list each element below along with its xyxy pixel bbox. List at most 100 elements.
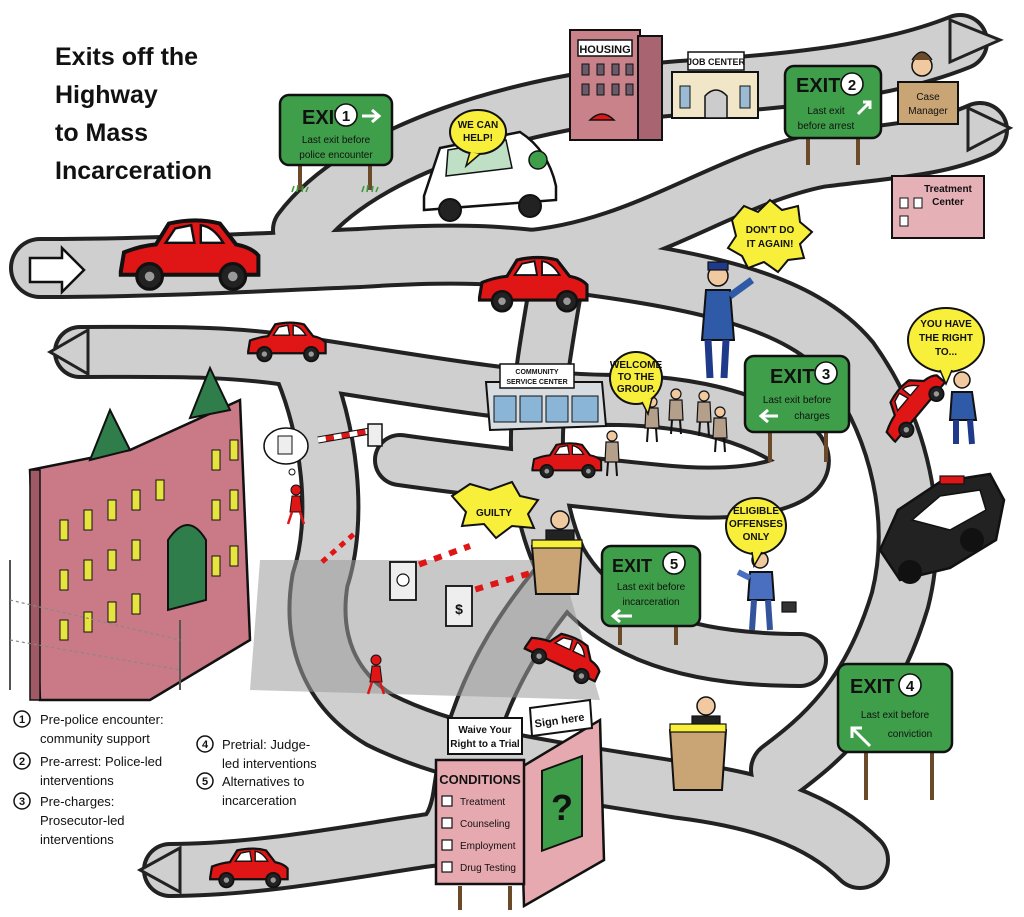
judge-lower — [668, 696, 728, 791]
treatment-center-building: Treatment Center — [891, 175, 985, 239]
waive-text: Right to a Trial — [450, 739, 520, 750]
arrow-up-right-icon — [856, 100, 872, 116]
legend-text: Alternatives to — [222, 774, 304, 789]
thought-bubble — [263, 427, 309, 476]
title-line: Highway — [55, 81, 158, 109]
bubble-text: ONLY — [743, 532, 770, 543]
housing-label: HOUSING — [579, 44, 630, 56]
treatment-center-label: Center — [932, 197, 964, 208]
exit-word: EXIT — [770, 366, 814, 388]
police-officer — [700, 261, 755, 379]
bubble-text: TO THE — [618, 372, 655, 383]
bubble-dont-do-it: DON'T DO IT AGAIN! — [726, 198, 814, 274]
exit-description: conviction — [888, 729, 932, 740]
bubble-eligible: ELIGIBLE OFFENSES ONLY — [725, 497, 787, 569]
bubble-text: OFFENSES — [729, 519, 783, 530]
exit-number: 2 — [848, 77, 856, 94]
checkbox-icon — [441, 795, 453, 807]
condition-item: Employment — [460, 841, 516, 852]
arrow-left-icon — [758, 408, 778, 424]
checkbox-icon — [441, 839, 453, 851]
legend-number: 4 — [202, 739, 209, 751]
bubble-we-can-help: WE CAN HELP! — [449, 109, 507, 169]
exit-word: EXIT — [850, 676, 894, 698]
prisoner-figure — [366, 654, 386, 695]
case-manager-podium: Case Manager — [897, 51, 959, 125]
exit-description: charges — [794, 411, 830, 422]
conditions-billboard: ? CONDITIONS Treatment Counseling Employ… — [434, 698, 606, 910]
bubble-text: YOU HAVE — [920, 319, 972, 330]
dollar-icon: $ — [455, 601, 463, 617]
judge-guilty — [530, 510, 584, 595]
exit-description: incarceration — [622, 597, 679, 608]
road-arrow-exit-top — [948, 17, 1004, 65]
legend-text: incarceration — [222, 793, 296, 808]
arrow-right-icon — [362, 108, 382, 124]
exit-number: 3 — [822, 366, 830, 383]
exit-description: Last exit before — [763, 395, 832, 406]
exit-number: 5 — [670, 556, 678, 573]
job-center-building: JOB CENTER — [671, 51, 759, 119]
exit-word: EXIT — [796, 75, 840, 97]
conditions-title: CONDITIONS — [439, 772, 521, 787]
legend-item-3: 3 Pre-charges: Prosecutor-led interventi… — [13, 792, 125, 847]
treatment-center-label: Treatment — [924, 184, 972, 195]
exit-description: before arrest — [798, 121, 855, 132]
exit-number: 4 — [906, 678, 915, 695]
exit-sign-2: EXIT 2 Last exit before arrest — [783, 64, 883, 165]
road-arrow-exit-second — [966, 105, 1014, 153]
exit-description: Last exit before — [617, 582, 686, 593]
arrow-down-left-icon — [850, 726, 872, 748]
road-arrow-entry — [28, 244, 86, 296]
bubble-guilty: GUILTY — [450, 480, 540, 540]
exit-sign-1: EXIT 1 Last exit before police encounter — [278, 93, 394, 193]
bubble-text: TO... — [935, 347, 957, 358]
legend-number: 2 — [19, 756, 25, 768]
question-mark: ? — [551, 787, 573, 828]
bubble-welcome: WELCOME TO THE GROUP. — [609, 351, 663, 417]
condition-item: Treatment — [460, 797, 505, 808]
officer-with-driver — [948, 371, 978, 445]
title-line: Exits off the — [55, 43, 198, 71]
exit-word: EXIT — [612, 556, 652, 576]
checkbox-icon — [441, 861, 453, 873]
exit-number: 1 — [342, 108, 350, 125]
police-car — [878, 472, 1006, 584]
bubble-text: THE RIGHT — [919, 333, 973, 344]
prosecutor — [736, 551, 797, 631]
legend-text: Pretrial: Judge- — [222, 737, 310, 752]
legend-item-4: 4 Pretrial: Judge- led interventions — [196, 735, 317, 771]
housing-building: HOUSING — [569, 29, 663, 141]
bubble-right-to: YOU HAVE THE RIGHT TO... — [907, 307, 985, 386]
legend-text: Pre-charges: — [40, 794, 114, 809]
legend-item-1: 1 Pre-police encounter: community suppor… — [13, 710, 164, 746]
bubble-text: HELP! — [463, 133, 493, 144]
exit-description: Last exit before — [302, 135, 371, 146]
prisoner-figure — [286, 484, 306, 525]
community-service-label: COMMUNITY — [515, 369, 558, 376]
legend-number: 1 — [19, 714, 25, 726]
legend-number: 3 — [19, 796, 25, 808]
diagram-title: Exits off the Highway to Mass Incarcerat… — [55, 43, 212, 185]
exit-description: police encounter — [299, 150, 373, 161]
legend-text: community support — [40, 731, 150, 746]
title-line: Incarceration — [55, 157, 212, 185]
condition-item: Drug Testing — [460, 863, 516, 874]
case-manager-label: Manager — [908, 106, 948, 117]
community-service-building: COMMUNITY SERVICE CENTER — [484, 363, 608, 432]
exit-sign-4: EXIT 4 Last exit before conviction — [836, 662, 954, 800]
exit-sign-3: EXIT 3 Last exit before charges — [743, 354, 851, 462]
legend-text: Pre-police encounter: — [40, 712, 164, 727]
legend-item-2: 2 Pre-arrest: Police-led interventions — [13, 752, 162, 788]
conditions-list: Treatment Counseling Employment Drug Tes… — [441, 795, 516, 874]
legend: 1 Pre-police encounter: community suppor… — [13, 710, 317, 847]
bubble-text: GUILTY — [476, 508, 512, 519]
bubble-text: WE CAN — [458, 120, 499, 131]
legend-text: interventions — [40, 832, 114, 847]
checkbox-icon — [441, 817, 453, 829]
exit-description: Last exit before — [861, 710, 930, 721]
legend-item-5: 5 Alternatives to incarceration — [196, 772, 304, 808]
toll-gates: $ — [317, 423, 535, 627]
